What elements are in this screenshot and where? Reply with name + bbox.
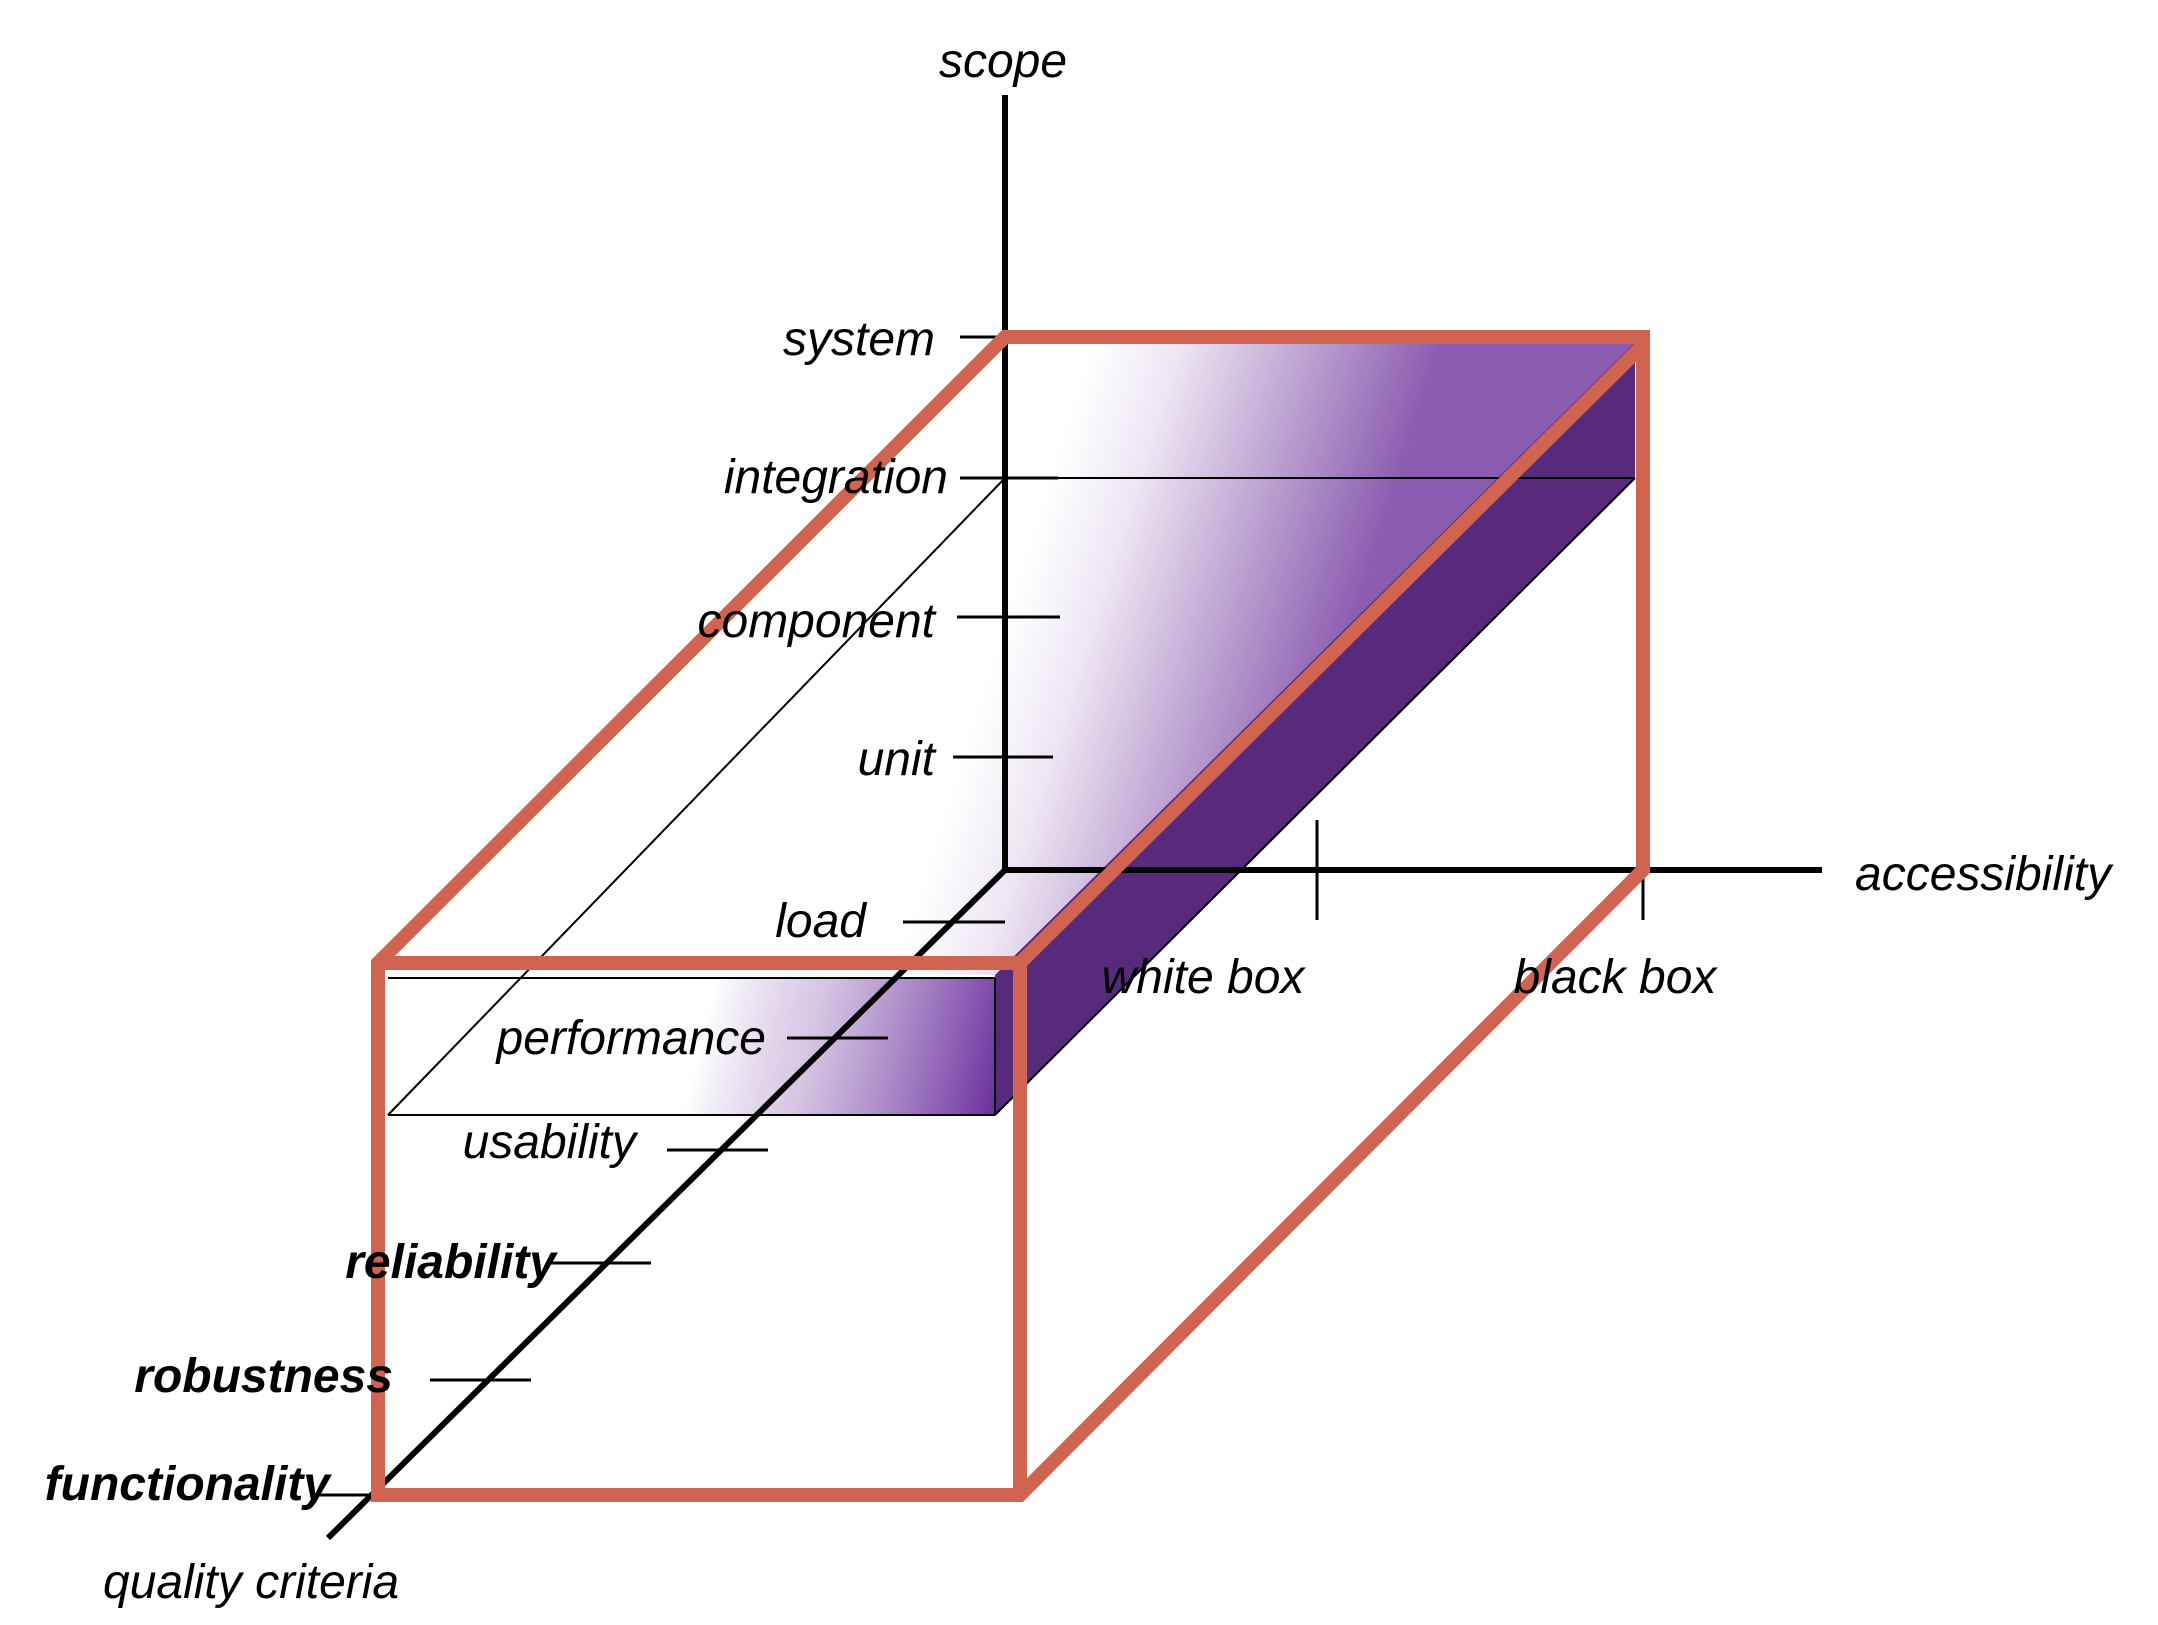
scope-label-component: component: [698, 595, 937, 648]
scope-label-unit: unit: [858, 733, 937, 786]
quality-criteria-axis: [325, 867, 1008, 1541]
quality-criteria-axis-label: quality criteria: [103, 1556, 399, 1609]
accessibility-axis-label: accessibility: [1855, 848, 2114, 901]
quality-label-performance: performance: [495, 1012, 766, 1065]
scope-label-system: system: [783, 313, 935, 366]
quality-label-functionality: functionality: [45, 1458, 333, 1511]
quality-label-robustness: robustness: [134, 1350, 393, 1403]
slab-side-face: [995, 342, 1635, 1115]
slab-front-face: [388, 978, 995, 1115]
quality-label-reliability: reliability: [345, 1236, 558, 1289]
accessibility-label-black-box: black box: [1514, 951, 1719, 1004]
scope-label-integration: integration: [724, 451, 948, 504]
test-scope-box: [371, 330, 1650, 1502]
quality-label-load: load: [775, 895, 867, 948]
quality-label-usability: usability: [463, 1116, 639, 1169]
scope-axis-label: scope: [939, 35, 1067, 88]
accessibility-label-white-box: white box: [1102, 951, 1307, 1004]
slab-top-face: [388, 342, 1635, 975]
